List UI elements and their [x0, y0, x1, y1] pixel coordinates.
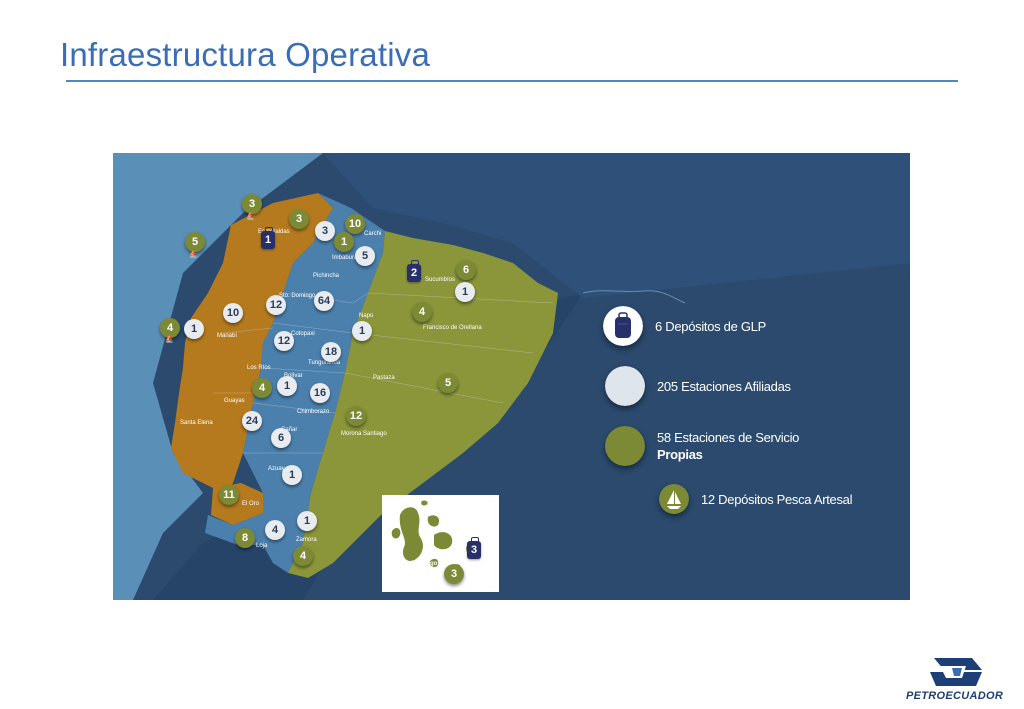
map-own-marker: 4 [293, 546, 313, 566]
map-affiliated-marker: 18 [321, 342, 341, 362]
map-affiliated-marker: 4 [265, 520, 285, 540]
legend-item-own: 58 Estaciones de Servicio Propias [605, 426, 799, 466]
map-own-marker: 10 [345, 214, 365, 234]
map-own-marker: 4 [412, 302, 432, 322]
province-label-zamora: Zamora [296, 537, 317, 543]
province-label-bolivar: Bolívar [284, 373, 303, 379]
island-santa-cruz [434, 532, 453, 550]
colombia-land [323, 153, 910, 298]
page-title: Infraestructura Operativa [60, 36, 430, 73]
map-own-marker: 5 [438, 373, 458, 393]
province-label-chimborazo: Chimborazo [297, 409, 330, 415]
map-own-marker: 3 [242, 194, 262, 214]
map-own-marker: 4 [252, 378, 272, 398]
province-label-guayas: Guayas [224, 398, 245, 404]
logo-mark-icon [930, 658, 982, 686]
legend-item-affiliated: 205 Estaciones Afiliadas [605, 366, 791, 406]
province-label-pastaza: Pastaza [373, 375, 395, 381]
province-label-morona: Morona Santiago [341, 431, 387, 437]
map-own-marker: 1 [334, 232, 354, 252]
map-affiliated-marker: 1 [297, 511, 317, 531]
map-affiliated-marker: 12 [266, 295, 286, 315]
province-label-carchi: Carchi [364, 231, 382, 237]
province-label-el-oro: El Oro [242, 501, 260, 507]
coastal-waters [113, 153, 323, 600]
legend-own-text: 58 Estaciones de Servicio [657, 430, 800, 445]
map-affiliated-marker: 10 [223, 303, 243, 323]
map-affiliated-marker: 1 [282, 465, 302, 485]
title-divider [66, 80, 958, 82]
map-affiliated-marker: 16 [310, 383, 330, 403]
legend-item-glp: 6 Depósitos de GLP [603, 306, 766, 346]
map-own-marker: 8 [235, 528, 255, 548]
galapagos-own-marker: 3 [444, 564, 464, 584]
map-affiliated-marker: 1 [455, 282, 475, 302]
map-affiliated-marker: 24 [242, 411, 262, 431]
province-label-napo: Napo [359, 313, 374, 319]
map-marker-layer: EsmeraldasCarchiImbaburaSucumbíosPichinc… [113, 153, 910, 600]
island-fernandina [391, 528, 401, 539]
map-glp-marker: 1 [261, 227, 275, 249]
logo-text: PETROECUADOR [906, 690, 1004, 702]
map-affiliated-marker: 5 [355, 246, 375, 266]
gas-cylinder-icon [603, 306, 643, 346]
province-label-imbabura: Imbabura [332, 255, 358, 261]
infrastructure-map: EsmeraldasCarchiImbaburaSucumbíosPichinc… [113, 153, 910, 600]
province-label-sto-domingo: Sto. Domingo [279, 293, 316, 299]
island-marchena [421, 500, 428, 506]
fishing-boat-icon: ⛵ [246, 213, 255, 220]
legend-item-fishing: 12 Depósitos Pesca Artesal [659, 484, 852, 514]
map-affiliated-marker: 6 [271, 428, 291, 448]
map-affiliated-marker: 1 [277, 376, 297, 396]
province-label-cotopaxi: Cotopaxi [291, 331, 315, 337]
fishing-boat-icon: ⛵ [189, 251, 198, 258]
province-label-azuay: Azuay [268, 466, 285, 472]
map-own-marker: 12 [346, 406, 366, 426]
map-affiliated-marker: 1 [184, 319, 204, 339]
sailboat-icon [659, 484, 689, 514]
legend-own-bold: Propias [657, 447, 703, 462]
province-label-sucumbios: Sucumbíos [425, 277, 456, 283]
province-label-manabi: Manabí [217, 333, 238, 339]
galapagos-glp-marker: 3 [467, 537, 481, 559]
region-costa [171, 193, 333, 498]
galapagos-label: Galápagos [410, 561, 441, 567]
petroecuador-logo: PETROECUADOR [896, 654, 1014, 702]
island-floreana [429, 558, 439, 568]
own-circle-icon [605, 426, 645, 466]
legend-glp-label: 6 Depósitos de GLP [655, 318, 766, 334]
affiliated-circle-icon [605, 366, 645, 406]
map-own-marker: 11 [219, 485, 239, 505]
fishing-boat-icon: ⛵ [165, 336, 174, 343]
legend-own-label: 58 Estaciones de Servicio Propias [657, 429, 799, 463]
province-label-loja: Loja [256, 543, 268, 549]
legend-fishing-label: 12 Depósitos Pesca Artesal [701, 491, 853, 507]
map-affiliated-marker: 3 [315, 221, 335, 241]
map-affiliated-marker: 12 [274, 331, 294, 351]
region-oriente [288, 231, 558, 578]
map-glp-marker: 2 [407, 260, 421, 282]
map-affiliated-marker: 64 [314, 291, 334, 311]
map-own-marker: 4 [160, 318, 180, 338]
river-line [582, 290, 686, 304]
map-affiliated-marker: 1 [352, 321, 372, 341]
map-own-marker: 3 [289, 209, 309, 229]
island-isabela [399, 507, 423, 562]
province-label-pichincha: Pichincha [313, 273, 340, 279]
province-label-orellana: Francisco de Orellana [423, 325, 482, 331]
map-own-marker: 6 [456, 260, 476, 280]
province-label-los-rios: Los Ríos [247, 365, 271, 371]
ecuador-map-svg [113, 153, 910, 600]
island-santiago [427, 515, 440, 527]
legend-affiliated-label: 205 Estaciones Afiliadas [657, 378, 791, 394]
map-own-marker: 5 [185, 232, 205, 252]
province-label-santa-elena: Santa Elena [180, 420, 213, 426]
province-label-tungurahua: Tungurahua [308, 360, 341, 366]
province-label-canar: Cañar [281, 427, 298, 433]
